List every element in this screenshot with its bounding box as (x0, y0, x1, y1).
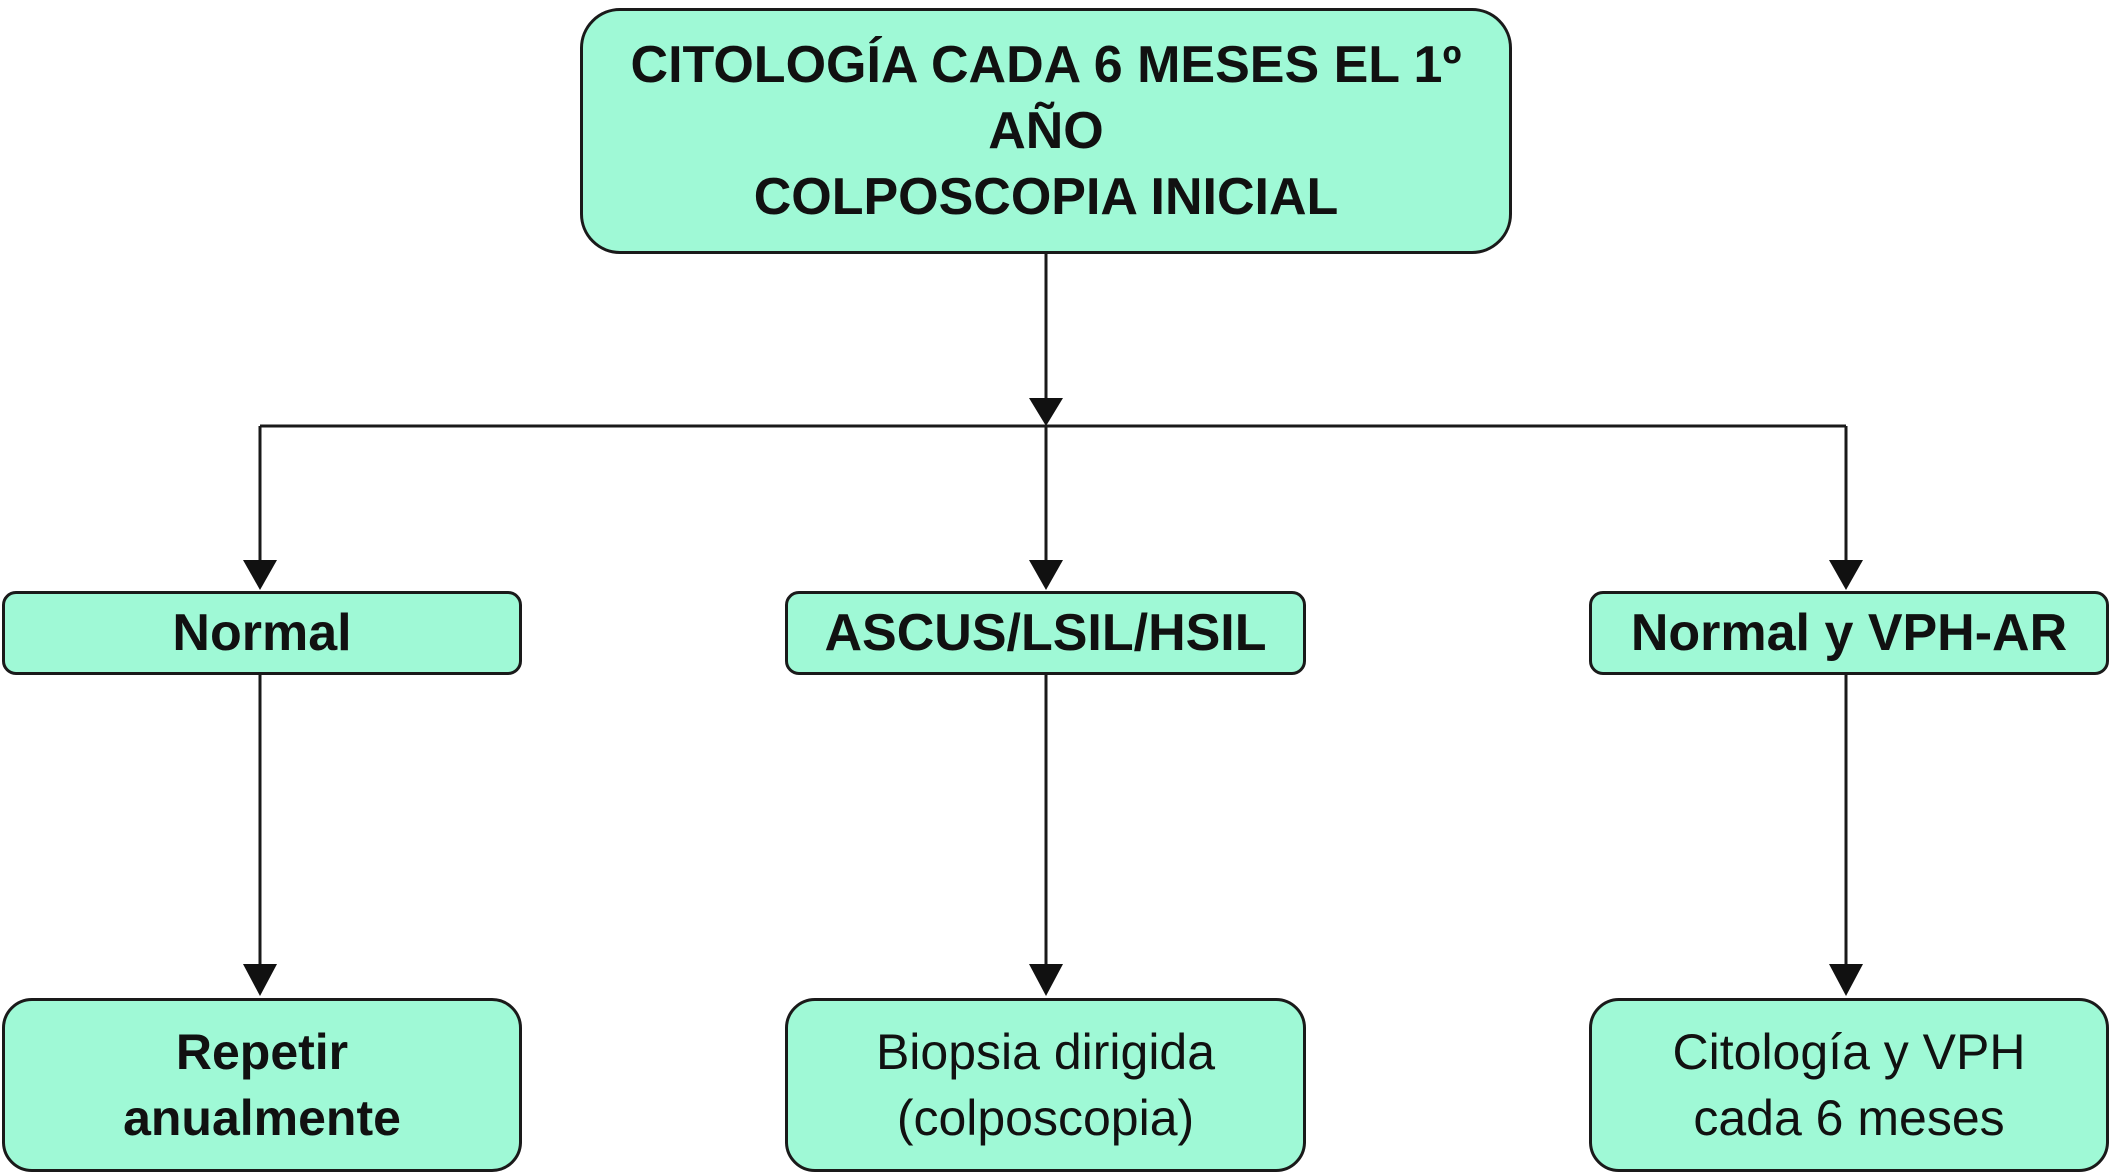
node-citologia-cada-6-meses: CITOLOGÍA CADA 6 MESES EL 1º AÑO COLPOSC… (580, 8, 1512, 254)
node-repetir-line-2: anualmente (123, 1090, 401, 1146)
branch-right-arrowhead (1829, 560, 1863, 590)
lower-left-arrowhead (243, 964, 277, 996)
node-normal-label: Normal (172, 604, 352, 662)
node-repetir-line-1: Repetir (175, 1024, 349, 1080)
node-citologia-line-2: cada 6 meses (1693, 1090, 2005, 1146)
node-citologia-y-vph: Citología y VPH cada 6 meses (1589, 998, 2109, 1172)
node-citologia-line-1: Citología y VPH (1672, 1024, 2026, 1080)
node-ascus-lsil-hsil: ASCUS/LSIL/HSIL (785, 591, 1306, 675)
trunk-arrowhead (1029, 398, 1063, 426)
node-top-line-3: COLPOSCOPIA INICIAL (753, 168, 1339, 226)
node-biopsia-dirigida: Biopsia dirigida (colposcopia) (785, 998, 1306, 1172)
node-repetir-anualmente: Repetir anualmente (2, 998, 522, 1172)
node-vph-label: Normal y VPH-AR (1630, 604, 2068, 662)
branch-left-arrowhead (243, 560, 277, 590)
lower-right-arrowhead (1829, 964, 1863, 996)
lower-center-arrowhead (1029, 964, 1063, 996)
node-biopsia-line-1: Biopsia dirigida (875, 1024, 1216, 1080)
node-normal-y-vph-ar: Normal y VPH-AR (1589, 591, 2109, 675)
node-top-line-2: AÑO (988, 102, 1104, 160)
node-ascus-label: ASCUS/LSIL/HSIL (824, 604, 1267, 662)
branch-center-arrowhead (1029, 560, 1063, 590)
node-top-line-1: CITOLOGÍA CADA 6 MESES EL 1º (630, 36, 1462, 94)
node-normal: Normal (2, 591, 522, 675)
node-biopsia-line-2: (colposcopia) (896, 1090, 1195, 1146)
